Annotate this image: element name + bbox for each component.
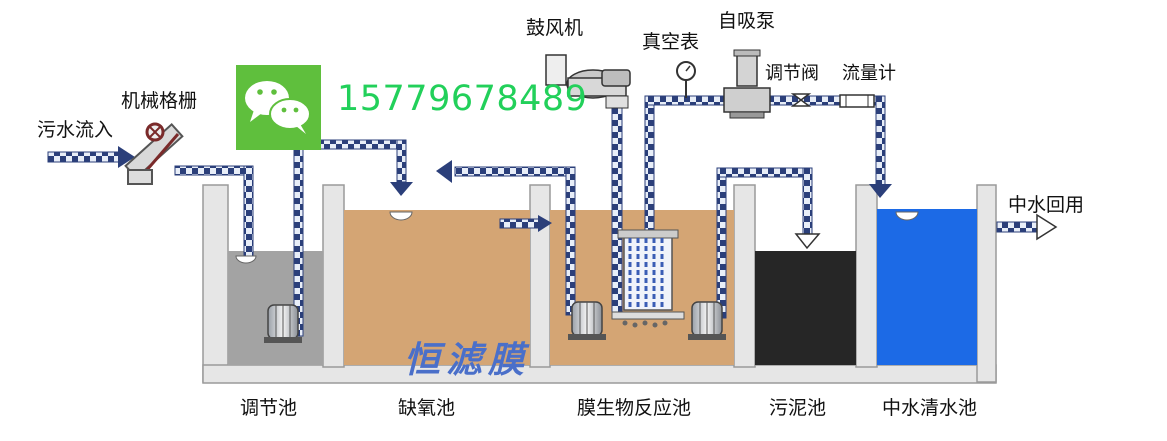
pipe-anoxic-drop [396, 139, 407, 183]
wall-regulating-anoxic [322, 184, 345, 368]
wall-mbr-sludge [733, 184, 756, 368]
pipe-sludge-up [716, 167, 727, 319]
self-priming-pump [723, 49, 771, 119]
clear-water-tank-water [877, 209, 977, 365]
regulating-valve [790, 93, 812, 107]
pipe-permeate-up [644, 95, 655, 237]
diffuser-clear [895, 211, 919, 221]
label-blower: 鼓风机 [526, 17, 584, 39]
mbr-membrane-module [611, 229, 685, 328]
label-mbr-tank: 膜生物反应池 [577, 397, 692, 419]
label-flow-meter: 流量计 [842, 63, 896, 84]
pipe-sludge-drop [802, 167, 813, 235]
wall-right [976, 184, 997, 383]
arrow-into-sludge [794, 233, 821, 250]
pipe-sludge-top [716, 167, 813, 178]
wechat-logo [236, 65, 321, 150]
pipe-return-down [565, 166, 576, 316]
pipe-into-regulating [243, 165, 254, 257]
label-sludge-tank: 污泥池 [769, 397, 827, 419]
pipe-clear-drop [875, 95, 886, 187]
arrow-reuse [1036, 213, 1058, 241]
label-mechanical-screen: 机械格栅 [121, 90, 198, 112]
arrow-into-mbr [538, 215, 552, 232]
label-reuse: 中水回用 [1008, 194, 1085, 216]
inflow-arrow [47, 146, 135, 168]
label-anoxic-tank: 缺氧池 [398, 397, 456, 419]
wall-anoxic-mbr [529, 184, 551, 368]
arrow-into-clear [869, 184, 892, 198]
brand-watermark: 恒滤膜 [404, 339, 531, 381]
submersible-pump-mbr [688, 301, 726, 340]
label-inflow: 污水流入 [37, 119, 114, 141]
arrow-into-anoxic [390, 182, 413, 196]
label-self-priming-pump: 自吸泵 [718, 10, 776, 32]
submersible-pump-anoxic [568, 301, 606, 340]
pipe-reuse-out [996, 221, 1040, 233]
contact-phone: 15779678489 [337, 79, 588, 119]
label-regulating-tank: 调节池 [240, 397, 298, 419]
pipe-screen-out [174, 165, 254, 176]
blower-unit [545, 54, 631, 109]
pipe-blower-air [611, 99, 623, 316]
wall-sludge-clear [855, 184, 878, 368]
diffuser-anoxic [389, 211, 413, 221]
label-reclaimed-water-tank: 中水清水池 [882, 397, 978, 419]
label-vacuum-gauge: 真空表 [642, 31, 700, 53]
sludge-tank-water [755, 251, 856, 365]
diffuser-regulating [235, 255, 257, 264]
vacuum-gauge [676, 61, 696, 98]
submersible-pump-regulating [264, 304, 302, 343]
mechanical-screen [124, 122, 184, 185]
flow-meter [839, 94, 875, 108]
wall-left [202, 184, 229, 383]
anoxic-tank-water [344, 210, 530, 365]
label-regulating-valve: 调节阀 [765, 63, 819, 84]
pipe-mbr-inlet [499, 218, 541, 229]
arrow-return [436, 160, 452, 183]
pipe-return-top [454, 166, 576, 177]
